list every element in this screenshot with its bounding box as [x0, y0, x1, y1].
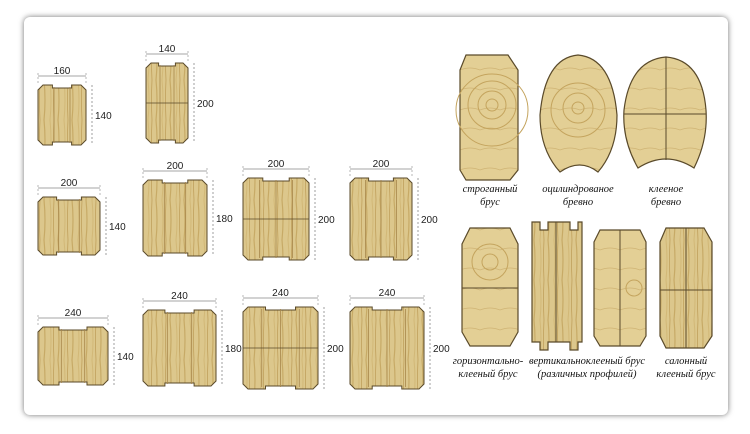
height-label: 200 — [433, 344, 450, 355]
profile-shape — [37, 196, 101, 256]
height-label: 180 — [216, 214, 233, 225]
timber-profile: 240 200 — [242, 288, 344, 390]
type-caption: клееный брус — [656, 369, 716, 380]
height-label: 180 — [225, 344, 242, 355]
type-caption: вертикальноклееный брус — [529, 356, 645, 367]
timber-profile: 240 200 — [349, 288, 450, 390]
type-vertical-glued-beam — [531, 221, 583, 351]
type-caption: клееный брус — [458, 369, 518, 380]
width-label: 200 — [373, 159, 390, 170]
height-label: 140 — [109, 222, 126, 233]
type-caption: оцилиндрованое — [542, 184, 614, 195]
type-caption: горизонтально- — [453, 356, 524, 367]
width-label: 240 — [171, 291, 188, 302]
timber-profile: 200 140 — [37, 178, 126, 256]
profile-shape — [142, 309, 217, 387]
profile-shape — [37, 84, 87, 146]
type-salon-glued-beam-2 — [659, 227, 713, 349]
height-label: 200 — [318, 215, 335, 226]
timber-profile: 240 180 — [142, 291, 242, 387]
width-label: 160 — [54, 66, 71, 77]
width-label: 240 — [65, 308, 82, 319]
width-label: 240 — [272, 288, 289, 299]
width-label: 200 — [268, 159, 285, 170]
type-caption: бревно — [651, 197, 681, 208]
height-label: 140 — [95, 111, 112, 122]
timber-profile: 240 140 — [37, 308, 134, 386]
width-label: 140 — [159, 44, 176, 55]
type-cylindered-log — [539, 54, 618, 173]
timber-profile: 200 180 — [142, 161, 233, 257]
type-horizontal-glued-beam — [461, 227, 519, 347]
timber-profile: 140 200 — [145, 44, 214, 144]
type-planed-beam — [455, 54, 529, 181]
type-salon-glued-beam-1 — [593, 229, 647, 347]
timber-profile: 160 140 — [37, 66, 112, 146]
profile-shape — [142, 179, 208, 257]
type-caption: (различных профилей) — [538, 369, 637, 380]
type-caption: клееное — [649, 184, 684, 195]
width-label: 200 — [61, 178, 78, 189]
width-label: 200 — [167, 161, 184, 172]
timber-profile: 200 200 — [349, 159, 438, 261]
type-caption: бревно — [563, 197, 593, 208]
height-label: 200 — [421, 215, 438, 226]
height-label: 140 — [117, 352, 134, 363]
type-caption: строганный — [463, 184, 519, 195]
type-caption: салонный — [665, 356, 708, 367]
type-caption: брус — [480, 197, 500, 208]
profile-shape — [37, 326, 109, 386]
width-label: 240 — [379, 288, 396, 299]
height-label: 200 — [327, 344, 344, 355]
timber-profile: 200 200 — [242, 159, 335, 261]
type-glued-log — [623, 56, 707, 169]
height-label: 200 — [197, 99, 214, 110]
